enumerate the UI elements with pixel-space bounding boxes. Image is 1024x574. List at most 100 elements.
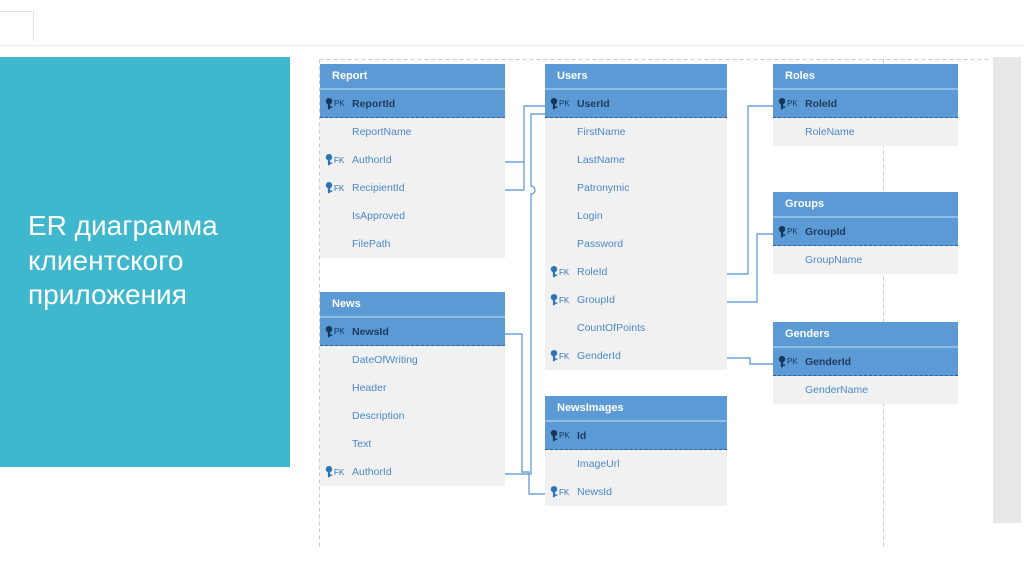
column-name: FilePath [352,238,391,250]
column-name: IsApproved [352,210,406,222]
table-row: PK ReportId [320,90,505,118]
key-icon [325,182,333,194]
table-row: ReportName [320,118,505,146]
key-icon [550,266,558,278]
canvas-corner-marker-h [0,11,34,12]
key-type-label: PK [559,99,570,108]
column-name: RoleId [805,97,838,110]
column-name: UserId [577,97,610,110]
key-cell: FK [545,350,577,362]
key-icon [325,97,333,110]
column-name: ReportName [352,126,412,138]
key-cell: PK [773,225,805,238]
column-name: Patronymic [577,182,630,194]
key-type-label: FK [334,155,345,165]
table-row: Description [320,402,505,430]
relation-users-roles [727,105,774,275]
column-name: GenderName [805,384,869,396]
column-name: GroupId [577,294,615,306]
key-type-label: PK [559,431,570,440]
key-cell: FK [320,466,352,478]
key-icon [778,355,786,368]
key-type-label: PK [334,99,345,108]
table-row: GenderName [773,376,958,404]
key-icon [325,466,333,478]
column-name: Header [352,382,387,394]
key-icon [325,154,333,166]
column-name: GroupId [805,225,846,238]
relation-newsimages-news [505,333,546,495]
key-icon [550,350,558,362]
relation-report-recipient-users [505,161,525,191]
key-cell: FK [320,182,352,194]
table-row: PK Id [545,422,727,450]
key-cell: PK [773,97,805,110]
key-type-label: PK [787,227,798,236]
key-icon [325,325,333,338]
key-cell: FK [545,294,577,306]
column-name: ReportId [352,97,396,110]
table-row: DateOfWriting [320,346,505,374]
canvas-corner-marker-v [33,11,34,41]
slide-title: ER диаграмма клиентского приложения [28,210,218,311]
column-name: DateOfWriting [352,354,418,366]
table-row: ImageUrl [545,450,727,478]
column-name: Description [352,410,405,422]
relation-users-groups [727,233,774,303]
key-type-label: FK [334,183,345,193]
column-name: CountOfPoints [577,322,646,334]
key-type-label: FK [559,267,570,277]
key-icon [778,97,786,110]
table-title: Roles [773,64,958,90]
table-row: PK UserId [545,90,727,118]
column-name: GenderId [805,355,852,368]
table-row: Text [320,430,505,458]
table-row: FK NewsId [545,478,727,506]
key-cell: PK [320,97,352,110]
key-type-label: FK [334,467,345,477]
table-title: Groups [773,192,958,218]
column-name: Id [577,429,587,442]
column-name: GroupName [805,254,863,266]
page-edge-strip [993,57,1021,523]
column-name: ImageUrl [577,458,620,470]
key-icon [550,294,558,306]
key-cell: PK [773,355,805,368]
key-type-label: FK [559,487,570,497]
key-cell: PK [320,325,352,338]
key-type-label: PK [787,99,798,108]
key-icon [550,486,558,498]
column-name: Text [352,438,372,450]
column-name: AuthorId [352,154,392,166]
key-icon [778,225,786,238]
title-panel: ER диаграмма клиентского приложения [0,57,290,467]
table-title: Users [545,64,727,90]
slide-top-guide-line [0,45,1024,46]
relation-report-author-users [505,105,546,163]
table-row: FilePath [320,230,505,258]
table-row: Login [545,202,727,230]
table-row: Password [545,230,727,258]
key-cell: FK [545,486,577,498]
relation-news-author-users [505,113,546,475]
table-row: PK GroupId [773,218,958,246]
column-name: NewsId [577,486,613,498]
column-name: LastName [577,154,625,166]
column-name: FirstName [577,126,626,138]
key-cell: FK [545,266,577,278]
column-name: RoleName [805,126,855,138]
column-name: Password [577,238,624,250]
table-title: News [320,292,505,318]
key-type-label: PK [787,357,798,366]
